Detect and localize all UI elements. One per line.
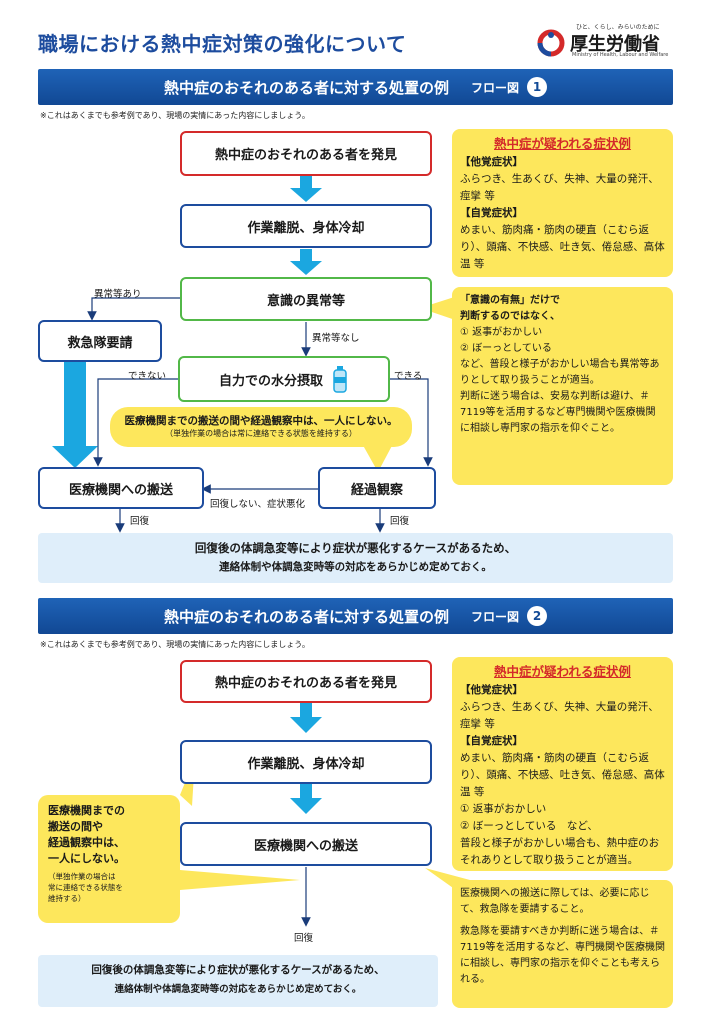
flow1-ambulance-box: 救急隊要請	[38, 320, 162, 362]
flow2-alone-l3: 経過観察中は、	[48, 836, 125, 849]
section1-banner-title: 熱中症のおそれのある者に対する処置の例	[163, 78, 449, 97]
flow1-symptom-other: ふらつき、生あくび、失神、大量の発汗、痙攣 等	[460, 173, 659, 202]
flow1-hospital-box: 医療機関への搬送	[38, 467, 204, 509]
section1-flow-number: 1	[527, 77, 548, 97]
flow1-judge-line1: 「意識の有無」だけで	[460, 295, 560, 306]
page-title: 職場における熱中症対策の強化について	[38, 32, 407, 56]
flow1-symptom-other-title: 【他覚症状】	[460, 156, 523, 168]
flow1-label-recover-right: 回復	[390, 516, 410, 527]
flow1-observe-box: 経過観察	[318, 467, 436, 509]
flow2-remove-box: 作業離脱、身体冷却	[180, 740, 432, 784]
flow1-arrow-remove-consciousness	[290, 249, 322, 275]
flow1-judge-line2: 判断するのではなく、	[460, 311, 560, 322]
section2-note: ※これはあくまでも参考例であり、現場の実情にあった内容にしましょう。	[40, 640, 310, 649]
ministry-logo: ひと、くらし、みらいのために 厚生労働省 Ministry of Health,…	[536, 22, 669, 62]
flow2-symptom-item2: ② ぼーっとしている など、	[460, 820, 598, 832]
flow2-alone-s2: 常に連絡できる状態を	[48, 883, 123, 892]
flow1-judge-item1: ① 返事がおかしい	[460, 327, 543, 338]
flow1-judge-box: 「意識の有無」だけで 判断するのではなく、 ① 返事がおかしい ② ぼーっとして…	[452, 287, 673, 485]
section2-flow-label: フロー図	[471, 609, 520, 624]
flow1-label-abnormal: 異常等あり	[94, 289, 142, 300]
section2-flow-number: 2	[527, 606, 548, 626]
ministry-mark-icon	[537, 29, 565, 57]
flow1-label-can: できる	[394, 371, 423, 382]
flow2-ambulance-t1: 医療機関への搬送に際しては、必要に応じて、救急隊を要請すること。	[460, 888, 650, 915]
flow1-discover-box: 熱中症のおそれのある者を発見	[180, 131, 432, 176]
flow1-judge-item2: ② ぼーっとしている	[460, 343, 552, 354]
flow1-line-can	[390, 378, 433, 467]
section1-banner: 熱中症のおそれのある者に対する処置の例 フロー図 1	[38, 69, 673, 105]
section2-banner-title: 熱中症のおそれのある者に対する処置の例	[163, 607, 449, 626]
flow1-arrow-ambulance-hospital	[52, 362, 98, 468]
flow1-label-recover-left: 回復	[130, 516, 150, 527]
flow1-arrow-discover-remove	[290, 176, 322, 202]
flow2-symptom-other-title: 【他覚症状】	[460, 684, 523, 696]
flow1-line-abnormal	[87, 297, 180, 321]
flow2-alone-s1: （単独作業の場合は	[48, 872, 116, 881]
section1-note: ※これはあくまでも参考例であり、現場の実情にあった内容にしましょう。	[40, 111, 310, 120]
flow2-arrow-discover-remove	[290, 703, 322, 733]
section1-flow-label: フロー図	[471, 80, 520, 95]
flow1-line-cannot	[93, 378, 178, 467]
flow2-symptom-other: ふらつき、生あくび、失神、大量の発汗、痙攣 等	[460, 701, 659, 730]
flow1-bottom-line2: 連絡体制や体調急変時等の対応をあらかじめ定めておく。	[219, 561, 492, 573]
flow1-water-label: 自力での水分摂取	[218, 373, 323, 389]
flow2-ambulance-note: 医療機関への搬送に際しては、必要に応じて、救急隊を要請すること。 救急隊を要請す…	[452, 880, 673, 1008]
water-bottle-icon	[333, 366, 347, 393]
flow2-hospital-box: 医療機関への搬送	[180, 822, 432, 866]
flow1-symptom-self-title: 【自覚症状】	[460, 207, 523, 219]
logo-name: 厚生労働省	[570, 34, 660, 55]
flow2-discover-box: 熱中症のおそれのある者を発見	[180, 660, 432, 703]
flow2-symptom-item1: ① 返事がおかしい	[460, 803, 547, 815]
flow1-bottom-line1: 回復後の体調急変等により症状が悪化するケースがあるため、	[194, 541, 517, 555]
flow2-alone-l2: 搬送の間や	[48, 820, 103, 833]
flow2-ambulance-t2: 救急隊を要請すべきか判断に迷う場合は、＃7119等を活用するなど、専門機関や医療…	[460, 926, 665, 985]
flow1-alone-sub: （単独作業の場合は常に連絡できる状態を維持する）	[165, 429, 357, 438]
flow1-judge-text1: など、普段と様子がおかしい場合も異常等ありとして取り扱うことが適当。	[460, 359, 660, 386]
section2-banner: 熱中症のおそれのある者に対する処置の例 フロー図 2	[38, 598, 673, 634]
flow1-water-box: 自力での水分摂取	[178, 356, 390, 402]
flow1-alone-main: 医療機関までの搬送の間や経過観察中は、一人にしない。	[124, 415, 398, 427]
logo-sub: Ministry of Health, Labour and Welfare	[572, 52, 669, 58]
flow1-label-no-abnormal: 異常等なし	[312, 333, 360, 344]
flow1-label-cannot: できない	[128, 371, 167, 382]
flow1-symptom-box: 熱中症が疑われる症状例 【他覚症状】 ふらつき、生あくび、失神、大量の発汗、痙攣…	[452, 129, 673, 277]
flow1-label-not-recovered: 回復しない、症状悪化	[210, 499, 306, 510]
flow1-bottom-note: 回復後の体調急変等により症状が悪化するケースがあるため、 連絡体制や体調急変時等…	[38, 533, 673, 583]
flow2-alone-l4: 一人にしない。	[48, 852, 125, 865]
flow2-alone-s3: 維持する）	[48, 894, 86, 903]
flow2-alone-l1: 医療機関までの	[48, 804, 125, 817]
flow2-symptom-heading: 熱中症が疑われる症状例	[494, 664, 631, 679]
flow2-alone-pointer-bottom	[180, 870, 300, 890]
flow2-symptom-self: めまい、筋肉痛・筋肉の硬直（こむら返り）、頭痛、不快感、吐き気、倦怠感、高体温 …	[460, 752, 665, 798]
flow1-alone-callout: 医療機関までの搬送の間や経過観察中は、一人にしない。 （単独作業の場合は常に連絡…	[110, 407, 412, 447]
flow2-symptom-self-title: 【自覚症状】	[460, 735, 523, 747]
flow2-bottom-note: 回復後の体調急変等により症状が悪化するケースがあるため、 連絡体制や体調急変時等…	[38, 955, 438, 1007]
flow1-consciousness-box: 意識の異常等	[180, 277, 432, 321]
flow1-remove-box: 作業離脱、身体冷却	[180, 204, 432, 248]
flow1-symptom-self: めまい、筋肉痛・筋肉の硬直（こむら返り）、頭痛、不快感、吐き気、倦怠感、高体温 …	[460, 224, 665, 270]
flow2-symptom-text: 普段と様子がおかしい場合も、熱中症のおそれありとして取り扱うことが適当。	[460, 837, 660, 866]
flow2-arrow-remove-hospital	[290, 784, 322, 814]
flow2-label-recover: 回復	[294, 933, 314, 944]
flow1-symptom-heading: 熱中症が疑われる症状例	[494, 136, 631, 151]
flow2-alone-callout: 医療機関までの 搬送の間や 経過観察中は、 一人にしない。 （単独作業の場合は …	[38, 795, 180, 923]
logo-tagline: ひと、くらし、みらいのために	[576, 24, 660, 31]
flow2-bottom-line2: 連絡体制や体調急変時等の対応をあらかじめ定めておく。	[114, 984, 362, 995]
flow1-judge-text2: 判断に迷う場合は、安易な判断は避け、＃7119等を活用するなど専門機関や医療機関…	[460, 391, 656, 434]
flow1-alone-pointer	[360, 440, 395, 472]
flow2-bottom-line1: 回復後の体調急変等により症状が悪化するケースがあるため、	[91, 964, 385, 976]
flow2-symptom-box: 熱中症が疑われる症状例 【他覚症状】 ふらつき、生あくび、失神、大量の発汗、痙攣…	[452, 657, 673, 871]
